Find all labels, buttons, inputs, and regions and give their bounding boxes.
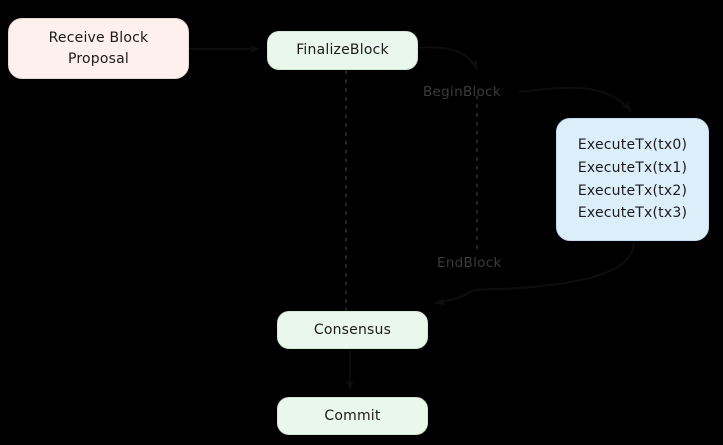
edge-label-end-block: EndBlock <box>437 255 502 271</box>
node-execute-tx2: ExecuteTx(tx2) <box>577 182 688 199</box>
node-execute-tx0: ExecuteTx(tx0) <box>577 137 688 154</box>
node-consensus[interactable]: Consensus <box>277 311 428 349</box>
node-execute-tx1: ExecuteTx(tx1) <box>577 159 688 176</box>
node-commit[interactable]: Commit <box>277 397 428 435</box>
node-execute-tx-list[interactable]: ExecuteTx(tx0) ExecuteTx(tx1) ExecuteTx(… <box>556 118 709 241</box>
node-consensus-label: Consensus <box>313 321 392 338</box>
node-receive-block-proposal[interactable]: Receive Block Proposal <box>8 18 189 79</box>
node-commit-label: Commit <box>324 407 381 424</box>
edge-label-begin-block: BeginBlock <box>423 84 501 100</box>
edge-execute-to-consensus <box>433 242 636 306</box>
node-execute-tx3: ExecuteTx(tx3) <box>577 205 688 222</box>
edge-beginblock-to-execute <box>518 86 632 113</box>
node-finalize-block[interactable]: FinalizeBlock <box>267 31 418 70</box>
node-receive-line-1: Proposal <box>67 50 130 67</box>
node-finalize-label: FinalizeBlock <box>296 42 389 59</box>
node-receive-line-0: Receive Block <box>48 30 149 47</box>
edge-finalize-to-beginblock <box>418 46 478 71</box>
